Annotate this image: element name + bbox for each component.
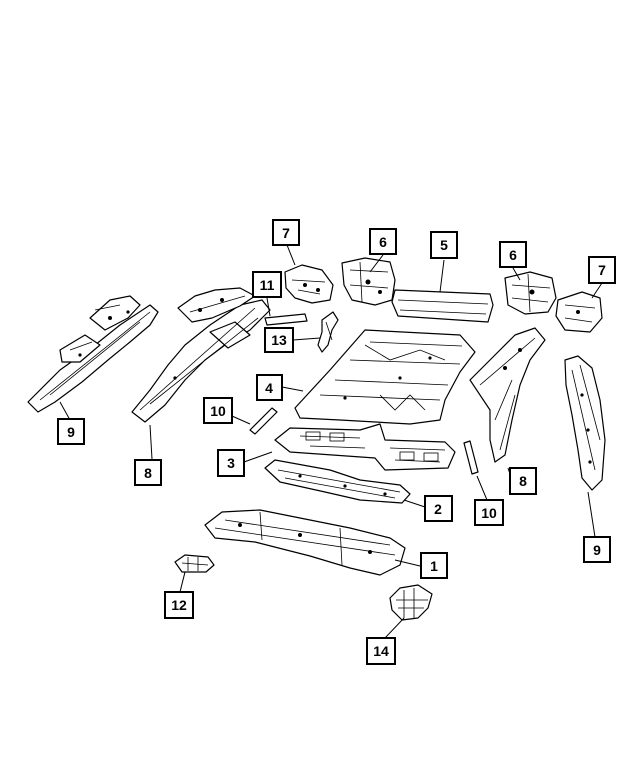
callout-10-left: 10: [203, 397, 233, 424]
callout-12: 12: [164, 591, 194, 619]
callout-8-left: 8: [134, 459, 162, 486]
part-3: [274, 423, 456, 471]
part-12: [174, 554, 215, 573]
callout-label: 9: [593, 542, 601, 558]
callout-label: 8: [519, 473, 527, 489]
callout-6-left: 6: [369, 228, 397, 255]
callout-10-right: 10: [474, 499, 504, 526]
callout-7-left: 7: [272, 219, 300, 246]
callout-label: 10: [210, 403, 226, 419]
part-5: [391, 289, 494, 323]
callout-3: 3: [217, 449, 245, 477]
callout-13: 13: [264, 327, 294, 353]
part-7-left: [284, 264, 334, 304]
callout-label: 3: [227, 455, 235, 471]
callout-1: 1: [420, 552, 448, 579]
callout-2: 2: [424, 495, 453, 522]
part-10-right: [463, 440, 479, 475]
callout-8-right: 8: [509, 467, 537, 495]
callout-label: 5: [440, 237, 448, 253]
part-7-right: [555, 291, 603, 333]
part-8-left: [131, 287, 271, 423]
part-8-right: [469, 327, 546, 463]
part-9-left: [27, 295, 159, 413]
callout-label: 4: [265, 380, 273, 396]
part-2: [264, 459, 411, 504]
callout-9-left: 9: [57, 418, 85, 445]
callout-14: 14: [366, 637, 396, 665]
part-13: [317, 311, 339, 353]
callout-6-right: 6: [499, 241, 527, 268]
callout-label: 6: [509, 247, 517, 263]
part-6-left: [341, 257, 396, 306]
callout-label: 10: [481, 505, 497, 521]
callout-label: 11: [260, 277, 275, 293]
callout-label: 6: [379, 234, 387, 250]
part-11: [264, 313, 308, 326]
callout-label: 12: [171, 597, 187, 613]
part-10-left: [249, 407, 278, 435]
callout-label: 13: [271, 332, 287, 348]
callout-label: 8: [144, 465, 152, 481]
callout-label: 7: [598, 262, 606, 278]
callout-label: 1: [430, 558, 438, 574]
part-1: [204, 509, 406, 576]
callout-7-right: 7: [588, 256, 616, 284]
callout-4: 4: [256, 374, 283, 401]
callout-label: 7: [282, 225, 290, 241]
callout-label: 14: [373, 643, 389, 659]
callout-9-right: 9: [583, 536, 611, 563]
leader-lines: [59, 244, 603, 639]
callout-label: 2: [434, 501, 442, 517]
part-9-right: [564, 355, 606, 491]
callout-label: 9: [67, 424, 75, 440]
callout-5: 5: [430, 231, 458, 259]
part-4: [294, 329, 476, 425]
part-6-right: [504, 271, 557, 315]
callout-11: 11: [252, 271, 282, 298]
part-14: [389, 584, 433, 621]
